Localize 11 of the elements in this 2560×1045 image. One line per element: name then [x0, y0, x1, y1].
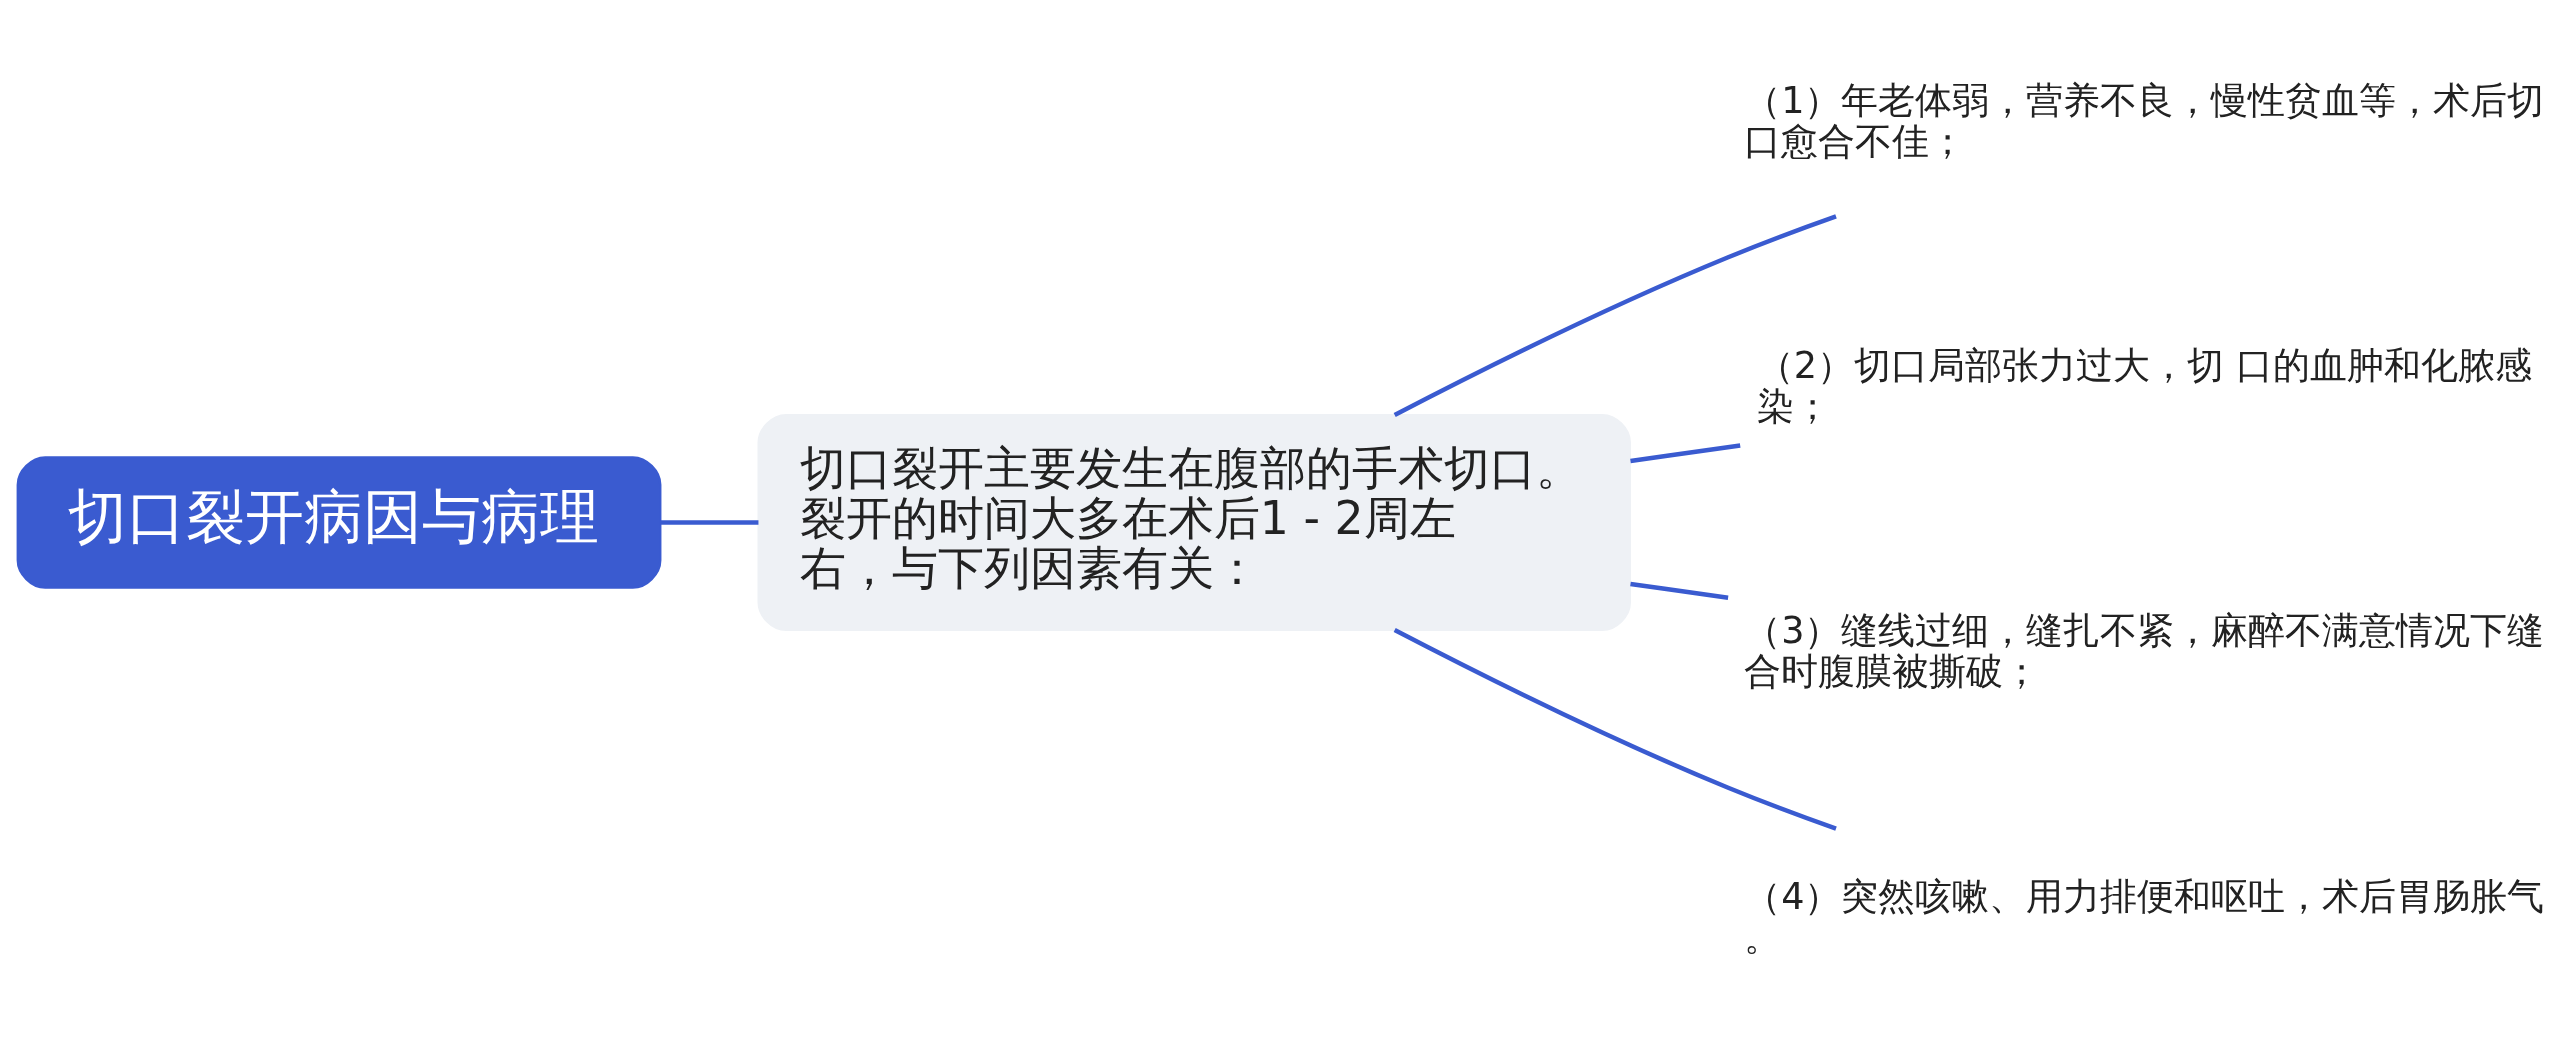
node-text: （2）切口局部张力过大，切 口的血肿和化脓感染；	[1756, 343, 2532, 429]
node-box: 切口裂开病因与病理	[16, 456, 662, 589]
connector	[660, 520, 759, 525]
node-box: 切口裂开主要发生在腹部的手术切口。裂开的时间大多在术后1 - 2周左右，与下列因素有关：	[757, 413, 1631, 632]
node-text: （3）缝线过细，缝扎不紧，麻醉不满意情况下缝合时腹膜被撕破；	[1744, 609, 2545, 694]
connector	[1630, 581, 1729, 601]
node-text: （1）年老体弱，营养不良，慢性贫血等，术后切口愈合不佳；	[1744, 78, 2545, 163]
connector	[1630, 443, 1741, 464]
connector	[1393, 627, 1837, 831]
connector	[1393, 214, 1837, 418]
node-text: （4）突然咳嗽、用力排便和呕吐，术后胃肠胀气。	[1744, 874, 2545, 959]
